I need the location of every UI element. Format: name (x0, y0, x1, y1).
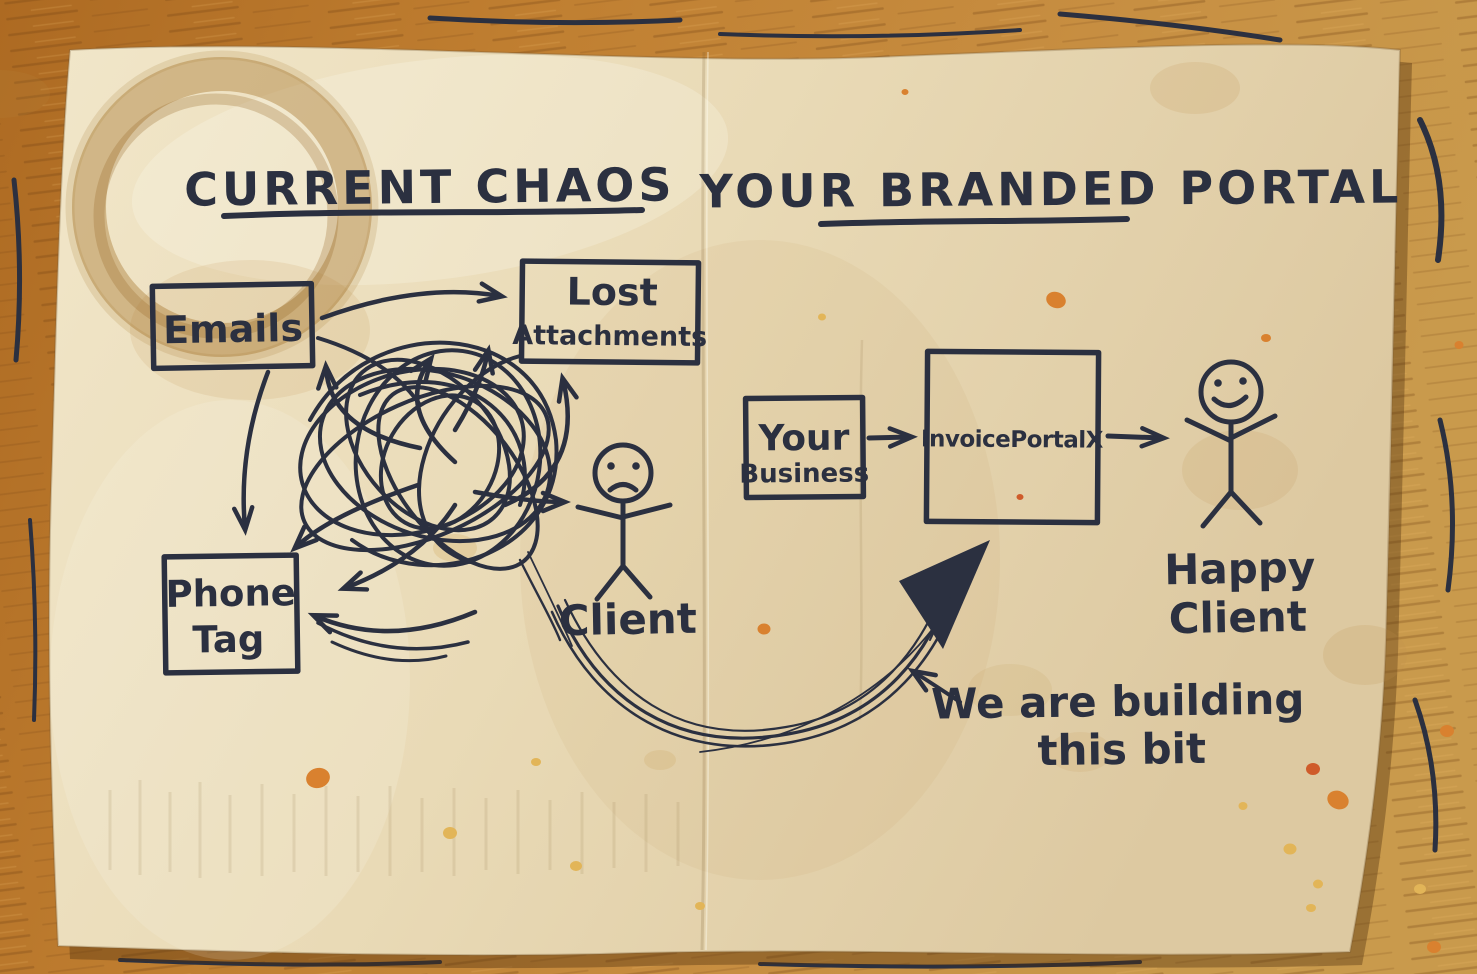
arrow-emails-to-lost-attachments (319, 281, 508, 321)
happy-client-leg-right (1228, 489, 1263, 526)
invoice-portal-label: InvoicePortalX (921, 426, 1104, 453)
arrow-tangle-to-emails-1 (316, 360, 423, 451)
your-business-label-line1: Your (757, 418, 849, 460)
sad-client-arm-right (620, 502, 673, 520)
happy-client-eye-left (1214, 379, 1222, 387)
chaos-arrows (232, 281, 579, 635)
swoosh-arrow (518, 540, 990, 753)
arrow-portal-to-client (1105, 426, 1170, 449)
invoice-portal-box (923, 348, 1102, 526)
right-panel: YOUR BRANDED PORTAL Your Business Invoic… (698, 160, 1402, 644)
happy-client-smile (1211, 394, 1249, 408)
sad-client-eye-right (632, 462, 640, 470)
sad-client-figure (575, 442, 673, 602)
crumbs (306, 89, 1464, 953)
emails-box (149, 280, 316, 372)
sad-client-eye-left (607, 462, 615, 470)
sad-client-leg-left (594, 563, 626, 602)
lost-attachments-label-line1: Lost (566, 270, 658, 315)
your-business-box (742, 394, 867, 501)
right-title-underline (818, 216, 1130, 227)
phone-tag-node: Phone Tag (161, 552, 301, 676)
happy-client-label-line1: Happy (1164, 543, 1316, 595)
your-business-node: Your Business (739, 394, 869, 501)
sad-client-frown (607, 482, 639, 493)
annotation-line1: We are building (931, 674, 1305, 728)
arrow-emails-to-phone-tag (232, 369, 271, 536)
wood-grain-streaks (11, 11, 1455, 969)
emails-label: Emails (163, 306, 304, 352)
client-label: Client (558, 594, 697, 645)
napkin-paper (48, 43, 1402, 957)
right-panel-title: YOUR BRANDED PORTAL (698, 160, 1402, 219)
arrow-tangle-to-phone-tag-2 (337, 502, 458, 592)
arrow-tangle-to-phone-tag-1 (290, 482, 421, 553)
happy-client-eye-right (1239, 377, 1247, 385)
emails-node: Emails (149, 280, 316, 372)
arrow-tangle-to-client (472, 489, 571, 514)
lost-attachments-box (518, 258, 702, 366)
phone-tag-label-line1: Phone (165, 571, 296, 616)
invoice-portal-node: InvoicePortalX (921, 348, 1104, 526)
annotation-we-are-building: We are building this bit (907, 667, 1305, 775)
napkin-embossed-ridges (108, 780, 680, 878)
arrow-tangle-to-phone-tag-3 (307, 609, 478, 635)
lost-attachments-node: Lost Attachments (512, 258, 707, 366)
left-panel: CURRENT CHAOS Emails Lost Attachments Ph… (149, 157, 707, 676)
lost-attachments-label-line2: Attachments (512, 320, 707, 353)
swoosh-arrowhead (899, 540, 990, 649)
chaos-scribble (298, 336, 559, 663)
arrow-business-to-portal (866, 426, 918, 449)
annotation-arrow (907, 667, 962, 704)
happy-client-arm-right (1228, 413, 1278, 441)
phone-tag-label-line2: Tag (192, 618, 265, 662)
happy-client-figure (1184, 359, 1278, 529)
happy-client-arm-left (1184, 417, 1234, 444)
arrow-tangle-to-lost-2 (502, 372, 579, 508)
left-title-underline (221, 207, 645, 219)
your-business-label-line2: Business (739, 458, 869, 489)
sad-client-leg-right (620, 563, 653, 600)
annotation-line2: this bit (1037, 724, 1206, 775)
sad-client-arm-left (575, 504, 626, 521)
phone-tag-box (161, 552, 301, 676)
arrow-tangle-to-lost-1 (452, 344, 495, 433)
happy-client-leg-left (1200, 489, 1234, 529)
left-panel-title: CURRENT CHAOS (184, 157, 676, 216)
arrow-tangle-to-emails-2 (408, 353, 458, 465)
happy-client-label-line2: Client (1168, 592, 1307, 643)
